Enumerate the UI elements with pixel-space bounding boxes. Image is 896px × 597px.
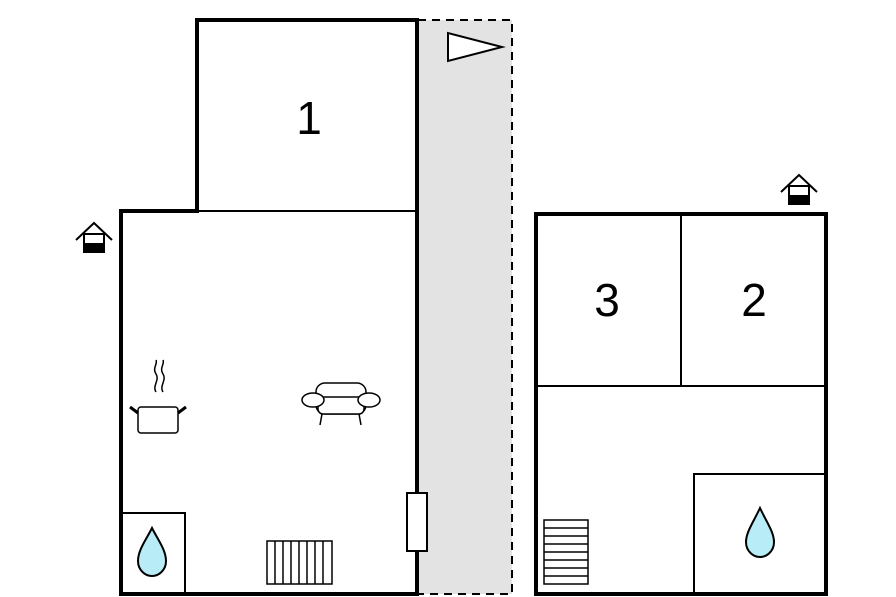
left-bathroom-walls bbox=[121, 512, 186, 594]
left-building-walls bbox=[119, 18, 419, 596]
door-icon bbox=[406, 492, 428, 552]
entrance-house-icon bbox=[75, 221, 113, 253]
sofa-icon bbox=[301, 382, 381, 426]
staircase-icon bbox=[543, 519, 589, 585]
shower-drop-icon bbox=[136, 525, 168, 578]
right-bathroom-walls bbox=[693, 473, 826, 594]
room-3-label: 3 bbox=[594, 274, 620, 326]
shower-drop-icon bbox=[744, 505, 776, 559]
terrace-dashed-border bbox=[418, 19, 513, 595]
kitchen-pot-icon bbox=[129, 359, 187, 434]
entrance-house-icon bbox=[780, 173, 818, 205]
room-2-label: 2 bbox=[741, 274, 767, 326]
north-arrow-icon bbox=[447, 31, 506, 63]
radiator-icon bbox=[266, 540, 333, 585]
terrace-area bbox=[418, 20, 512, 594]
room-1-label: 1 bbox=[296, 92, 322, 144]
